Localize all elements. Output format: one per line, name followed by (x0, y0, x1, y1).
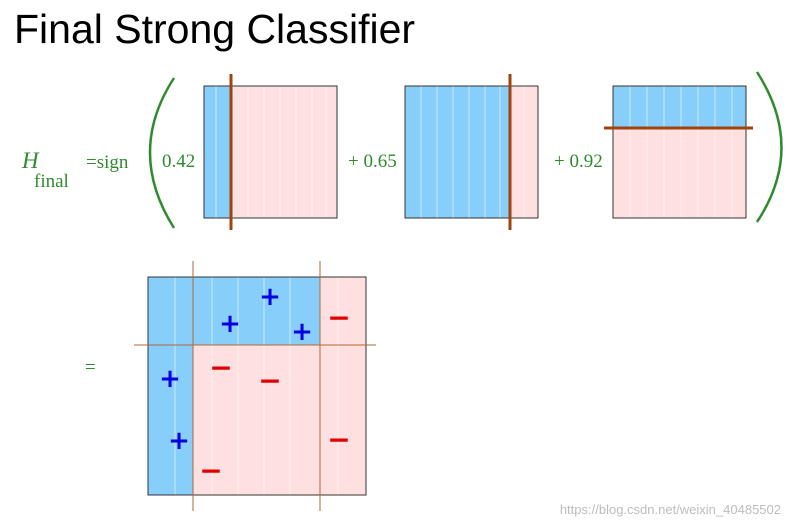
equals-sign-text: =sign (86, 152, 129, 173)
weak-classifier-1 (203, 74, 338, 230)
positive-region (613, 86, 746, 128)
weak-classifier-3 (604, 85, 753, 219)
page-title: Final Strong Classifier (14, 6, 416, 52)
watermark: https://blog.csdn.net/weixin_40485502 (559, 502, 781, 517)
plus-mark: + (159, 364, 181, 394)
classifier-frame (147, 276, 367, 496)
final-classifier: + + + + + + − − − − − − (134, 261, 376, 511)
positive-region-left (148, 277, 193, 495)
minus-mark: − (209, 351, 232, 384)
positive-region (204, 86, 231, 218)
plus-mark: + (291, 317, 313, 347)
result-equals: = (85, 357, 96, 378)
plus-mark: + (168, 426, 190, 456)
classifier-frame (404, 85, 539, 219)
minus-mark: − (258, 364, 281, 397)
minus-mark: − (199, 454, 222, 487)
h-symbol: H (21, 148, 40, 173)
right-paren (755, 71, 783, 223)
coefficient-2: + 0.65 (348, 151, 397, 172)
positive-region-top (193, 277, 320, 345)
minus-mark: − (327, 423, 350, 456)
classifier-frame (612, 85, 747, 219)
negative-region (231, 86, 337, 218)
minus-mark: − (327, 301, 350, 334)
coefficient-3: + 0.92 (554, 151, 603, 172)
plus-mark: + (259, 282, 281, 312)
negative-region (613, 128, 746, 218)
left-paren (148, 77, 176, 229)
classifier-frame (203, 85, 338, 219)
weak-classifier-2 (404, 74, 539, 230)
plus-mark: + (219, 309, 241, 339)
positive-region (405, 86, 510, 218)
coefficient-1: 0.42 (162, 151, 195, 172)
h-subscript: final (34, 171, 69, 192)
